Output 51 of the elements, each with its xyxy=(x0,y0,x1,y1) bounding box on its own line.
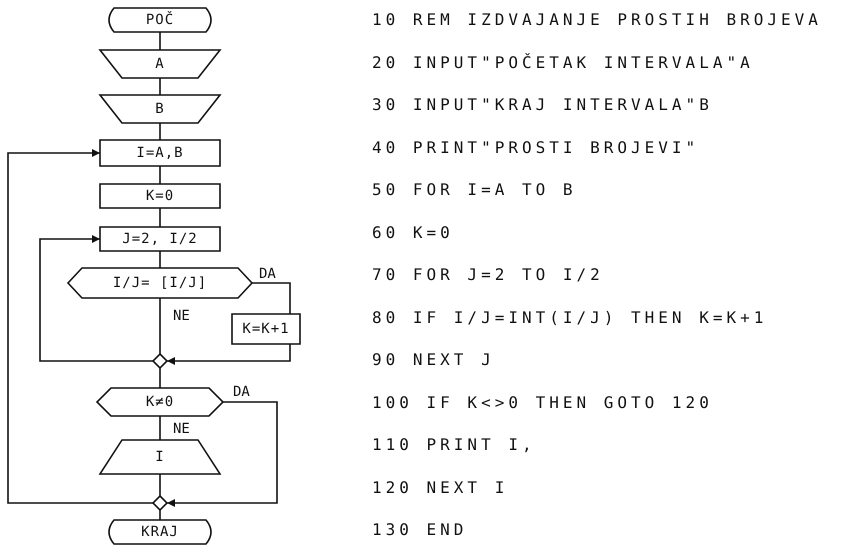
node-label: B xyxy=(155,101,165,117)
connector-line xyxy=(159,32,161,50)
process-box xyxy=(100,184,220,208)
code-line: 10 REM IZDVAJANJE PROSTIH BROJEVA xyxy=(372,10,822,30)
connector-line xyxy=(159,416,161,440)
arrow xyxy=(39,235,153,362)
connector-line xyxy=(159,510,161,520)
input-shape xyxy=(100,95,220,123)
process-box xyxy=(100,140,220,166)
code-line: 70 FOR J=2 TO I/2 xyxy=(372,265,604,285)
node-label: KRAJ xyxy=(141,524,179,540)
connector-line xyxy=(252,282,291,314)
node-label: K≠0 xyxy=(146,394,174,410)
node-label: I xyxy=(155,449,165,465)
connector-line xyxy=(159,474,161,496)
node-label: POČ xyxy=(146,12,174,28)
code-line: 90 NEXT J xyxy=(372,350,495,370)
code-line: 80 IF I/J=INT(I/J) THEN K=K+1 xyxy=(372,308,768,328)
process-box xyxy=(232,314,300,344)
code-line: 60 K=0 xyxy=(372,222,454,242)
connector-line xyxy=(159,78,161,95)
code-line: 30 INPUT"KRAJ INTERVALA"B xyxy=(372,95,713,115)
code-line: 120 NEXT I xyxy=(372,478,508,498)
connector-line xyxy=(159,166,161,184)
connector-line xyxy=(159,368,161,388)
code-line: 110 PRINT I, xyxy=(372,435,536,455)
code-line: 50 FOR I=A TO B xyxy=(372,180,576,200)
code-line: 100 IF K<>0 THEN GOTO 120 xyxy=(372,392,713,412)
code-line: 20 INPUT"POČETAK INTERVALA"A xyxy=(372,52,754,72)
node-label: I/J= [I/J] xyxy=(112,275,208,291)
junction-diamond xyxy=(153,354,167,368)
node-label: K=0 xyxy=(146,188,174,204)
node-label: K=K+1 xyxy=(242,321,290,337)
node-label: I=A,B xyxy=(136,145,184,161)
connector-line xyxy=(159,208,161,227)
junction-diamond xyxy=(153,496,167,510)
arrow xyxy=(167,344,291,365)
input-shape xyxy=(100,50,220,78)
code-line: 130 END xyxy=(372,520,468,540)
output-shape xyxy=(100,440,220,474)
arrow xyxy=(167,401,278,507)
decision-hexagon xyxy=(97,388,223,416)
code-line: 40 PRINT"PROSTI BROJEVI" xyxy=(372,138,700,158)
process-box xyxy=(100,227,220,251)
arrow xyxy=(7,149,153,504)
connector-line xyxy=(159,298,161,354)
node-label: A xyxy=(155,56,165,72)
connector-line xyxy=(159,251,161,268)
node-label: J=2, I/2 xyxy=(122,231,198,247)
decision-hexagon xyxy=(68,268,252,298)
connector-line xyxy=(159,123,161,140)
